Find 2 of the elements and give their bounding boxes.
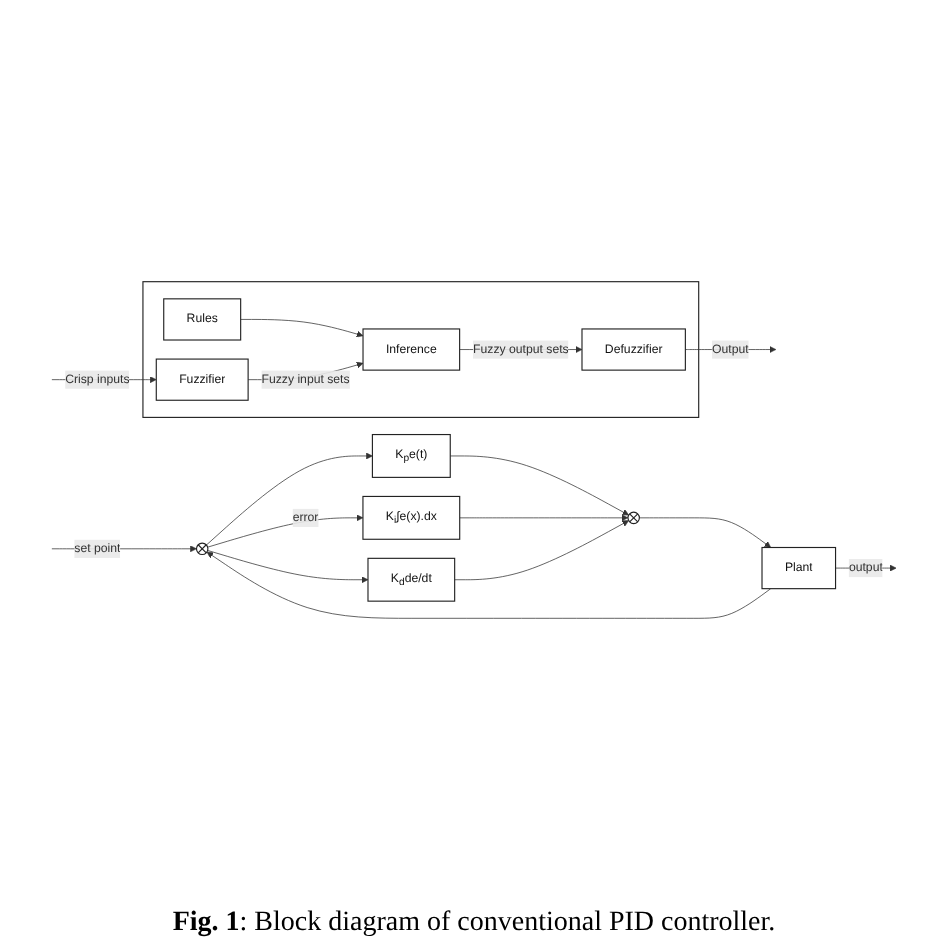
figure-caption: Fig. 1: Block diagram of conventional PID controller. [170,906,778,942]
cluster [142,281,700,418]
